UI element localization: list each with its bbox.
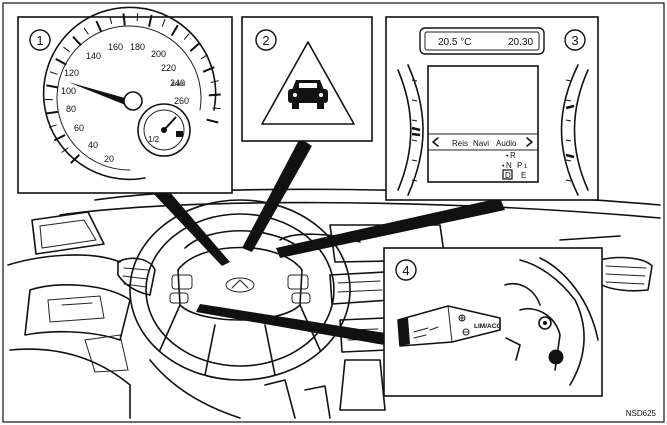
tick-label-140: 140 <box>86 51 101 61</box>
speedometer-needle <box>68 82 132 106</box>
clock-display: 20.30 <box>508 37 533 48</box>
display-panel: 20.5 °C 20.30 Reis Navi Audio • R • N P … <box>385 16 599 201</box>
speed-unit: km/h <box>172 82 185 88</box>
menu-item-audio: Audio <box>496 139 517 148</box>
speedometer-tick <box>170 24 179 37</box>
speedometer-tick <box>200 54 209 60</box>
side-gauge-tick <box>565 119 572 122</box>
gear-p: P <box>517 161 522 170</box>
gear-d-box <box>502 169 513 180</box>
lever-panel: LIM/ACC 4 <box>383 247 603 397</box>
lever-tip <box>398 318 410 346</box>
speedometer-tick <box>55 57 67 66</box>
menu-right-arrow-icon <box>526 137 533 147</box>
side-gauge-tick <box>565 139 572 142</box>
figure-code: NSD625 <box>626 409 657 418</box>
needle-hub <box>123 91 143 111</box>
speedometer-tick <box>148 14 153 27</box>
speedometer-tick <box>83 27 89 35</box>
speedometer-tick <box>95 20 103 33</box>
speedometer-tick <box>183 33 190 40</box>
speedometer-tick <box>49 71 58 75</box>
speedometer-panel: 1/2 km/h 20 40 60 80 100 120 140 160 180… <box>17 6 233 194</box>
car-icon <box>288 80 328 109</box>
callout-4 <box>395 259 417 281</box>
gear-n: N <box>506 161 512 170</box>
tick-label-40: 40 <box>88 140 98 150</box>
infiniti-logo <box>225 277 255 293</box>
side-gauge-tick <box>411 139 418 142</box>
tick-label-180: 180 <box>130 42 145 52</box>
speedometer-tick <box>48 124 57 128</box>
callout-2 <box>255 29 277 51</box>
tick-label-200: 200 <box>151 49 166 59</box>
speedometer-tick <box>161 18 166 27</box>
speedometer-tick <box>63 46 71 53</box>
gear-e: E <box>521 171 526 180</box>
warning-panel: 2 <box>241 16 373 142</box>
callout-1 <box>29 29 51 51</box>
speedometer-tick <box>45 110 58 115</box>
tick-label-20: 20 <box>104 154 114 164</box>
speedometer-tick <box>206 118 219 124</box>
tick-label-120: 120 <box>64 68 79 78</box>
door-panel <box>24 284 131 341</box>
speedometer-tick <box>202 66 215 73</box>
menu-item-navi: Navi <box>473 139 489 148</box>
side-gauge-tick <box>565 179 572 182</box>
speedometer-tick <box>109 16 113 25</box>
gear-d: D <box>505 171 511 180</box>
tick-label-60: 60 <box>74 123 84 133</box>
gear-r: R <box>510 151 516 160</box>
callout-3 <box>564 29 586 51</box>
tick-label-220: 220 <box>161 63 176 73</box>
side-gauge-tick <box>411 119 418 122</box>
speedometer-tick <box>61 147 69 153</box>
speedometer-tick <box>70 154 80 164</box>
gear-dot-r: • <box>506 153 509 160</box>
side-gauge-tick <box>565 99 572 102</box>
speedometer-tick <box>212 107 221 110</box>
side-gauge-tick <box>565 159 572 162</box>
tick-label-240: 240 <box>170 78 185 88</box>
speedometer-tick <box>189 42 201 52</box>
callout-1-number: 1 <box>36 33 43 48</box>
top-info-strip <box>419 27 545 55</box>
callout-2-number: 2 <box>262 33 269 48</box>
fuel-half-label: 1/2 <box>148 135 160 144</box>
speedometer-tick <box>122 13 126 26</box>
tick-label-80: 80 <box>66 104 76 114</box>
side-gauge-tick <box>411 79 418 82</box>
tick-label-160: 160 <box>108 42 123 52</box>
gear-dot-n: • <box>502 163 505 170</box>
column-knob <box>548 349 564 365</box>
menu-left-arrow-icon <box>432 137 439 147</box>
multi-info-display <box>427 65 539 183</box>
side-gauge-tick <box>565 79 572 82</box>
callout-3-number: 3 <box>571 33 578 48</box>
speedometer-tick <box>53 134 66 142</box>
fuel-pump-icon <box>176 131 183 137</box>
side-gauge-tick <box>411 179 418 182</box>
lever-label: LIM/ACC <box>474 323 501 330</box>
speedometer-dial <box>42 6 217 181</box>
side-gauge-tick <box>411 99 418 102</box>
speedometer-tick <box>46 84 59 89</box>
tick-label-100: 100 <box>61 86 76 96</box>
callout-4-number: 4 <box>402 263 409 278</box>
speedometer-tick <box>72 35 82 47</box>
speedometer-tick <box>210 80 219 83</box>
outside-temperature: 20.5 °C <box>438 37 471 48</box>
leader-lines <box>150 138 505 346</box>
side-mirror <box>31 211 105 255</box>
speedometer-tick <box>208 93 221 97</box>
tick-label-260: 260 <box>174 96 189 106</box>
side-gauge-tick <box>411 159 418 162</box>
menu-item-reis: Reis <box>452 139 468 148</box>
steering-wheel <box>129 199 351 381</box>
gear-p-number: 1 <box>524 164 528 170</box>
left-vent <box>117 257 156 296</box>
